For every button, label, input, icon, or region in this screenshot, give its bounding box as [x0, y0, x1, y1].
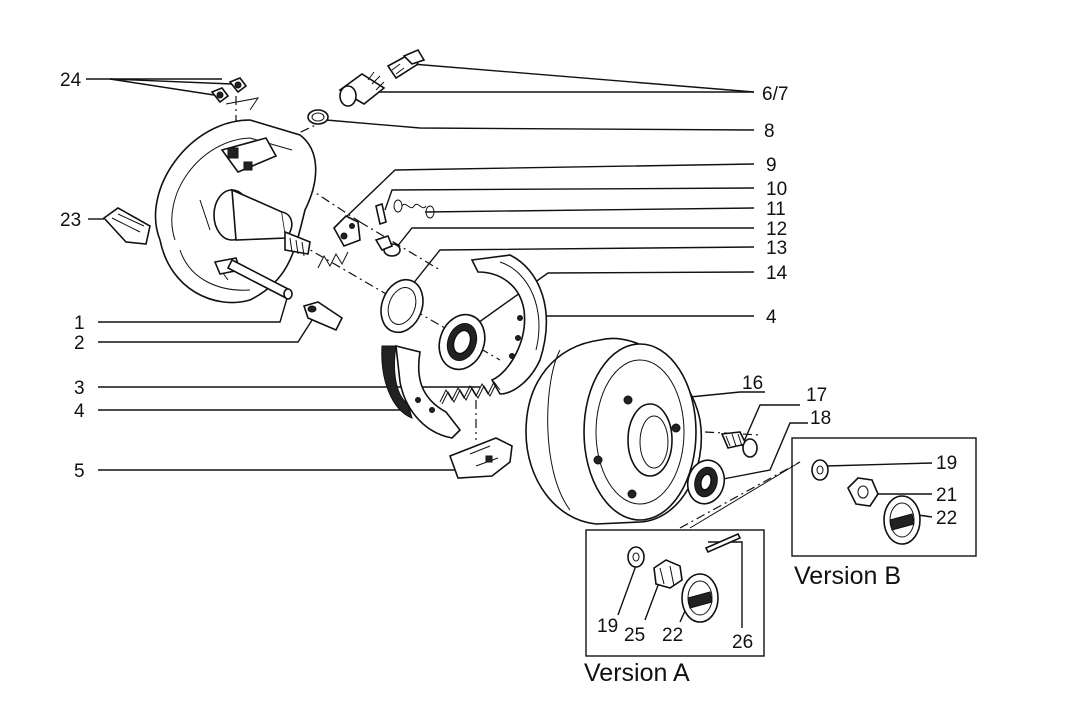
label-26: 26 — [732, 632, 753, 653]
bearing-14 — [438, 313, 486, 371]
version-a-panel — [585, 529, 765, 657]
label-17: 17 — [806, 385, 827, 406]
adjuster-plate-9 — [333, 215, 361, 247]
label-16: 16 — [742, 373, 763, 394]
seal-13 — [380, 278, 424, 334]
version-captions: Version B Version A — [584, 562, 901, 687]
label-24: 24 — [60, 70, 82, 91]
label-11: 11 — [766, 199, 786, 220]
label-2: 2 — [74, 333, 85, 354]
label-6-7: 6/7 — [762, 84, 788, 105]
label-4-lower: 4 — [74, 401, 85, 422]
label-4-upper: 4 — [766, 307, 777, 328]
small-spring — [317, 251, 349, 269]
retaining-ring-8 — [307, 109, 329, 125]
label-25: 25 — [624, 625, 645, 646]
label-18: 18 — [810, 408, 831, 429]
label-19-version-a: 19 — [597, 616, 618, 637]
spring-11 — [393, 199, 435, 219]
leader-lines — [86, 63, 933, 628]
label-1: 1 — [74, 313, 85, 334]
brake-shoe-lower-4 — [381, 344, 462, 439]
cotter-pin-26 — [704, 532, 742, 554]
washer-19b — [811, 459, 829, 481]
pin-10 — [375, 202, 387, 226]
label-19-version-b: 19 — [936, 453, 957, 474]
brake-drum-16 — [525, 337, 703, 525]
label-22-version-a: 22 — [662, 625, 683, 646]
washer-19a — [627, 546, 645, 568]
label-23: 23 — [60, 210, 81, 231]
brake-shoe-upper-4 — [470, 254, 548, 395]
version-b-panel — [791, 437, 977, 557]
cam-12 — [374, 235, 401, 257]
brake-back-plate — [154, 119, 317, 304]
label-21: 21 — [936, 485, 957, 506]
adjuster-bolt-6-7 — [338, 48, 426, 107]
lever-2 — [302, 301, 344, 332]
stud-17 — [720, 431, 758, 458]
label-3: 3 — [74, 378, 85, 399]
label-8: 8 — [764, 121, 775, 142]
label-10: 10 — [766, 179, 787, 200]
caption-version-a: Version A — [584, 659, 690, 687]
clip-5 — [448, 437, 513, 479]
part-number-labels: 24 6/7 8 9 10 11 12 13 14 4 23 1 2 3 4 5… — [60, 70, 957, 653]
label-5: 5 — [74, 461, 85, 482]
return-spring-3 — [439, 381, 501, 405]
caption-version-b: Version B — [794, 562, 901, 590]
bracket-23 — [102, 207, 151, 245]
bleed-screws-24 — [210, 77, 260, 111]
label-13: 13 — [766, 238, 787, 259]
label-22-version-b: 22 — [936, 508, 957, 529]
cable-rod-1 — [226, 258, 293, 300]
outer-bearing-18 — [686, 459, 726, 505]
label-12: 12 — [766, 219, 787, 240]
label-14: 14 — [766, 263, 788, 284]
castle-nut-25 — [653, 559, 683, 589]
label-9: 9 — [766, 155, 777, 176]
nut-21 — [847, 477, 879, 507]
